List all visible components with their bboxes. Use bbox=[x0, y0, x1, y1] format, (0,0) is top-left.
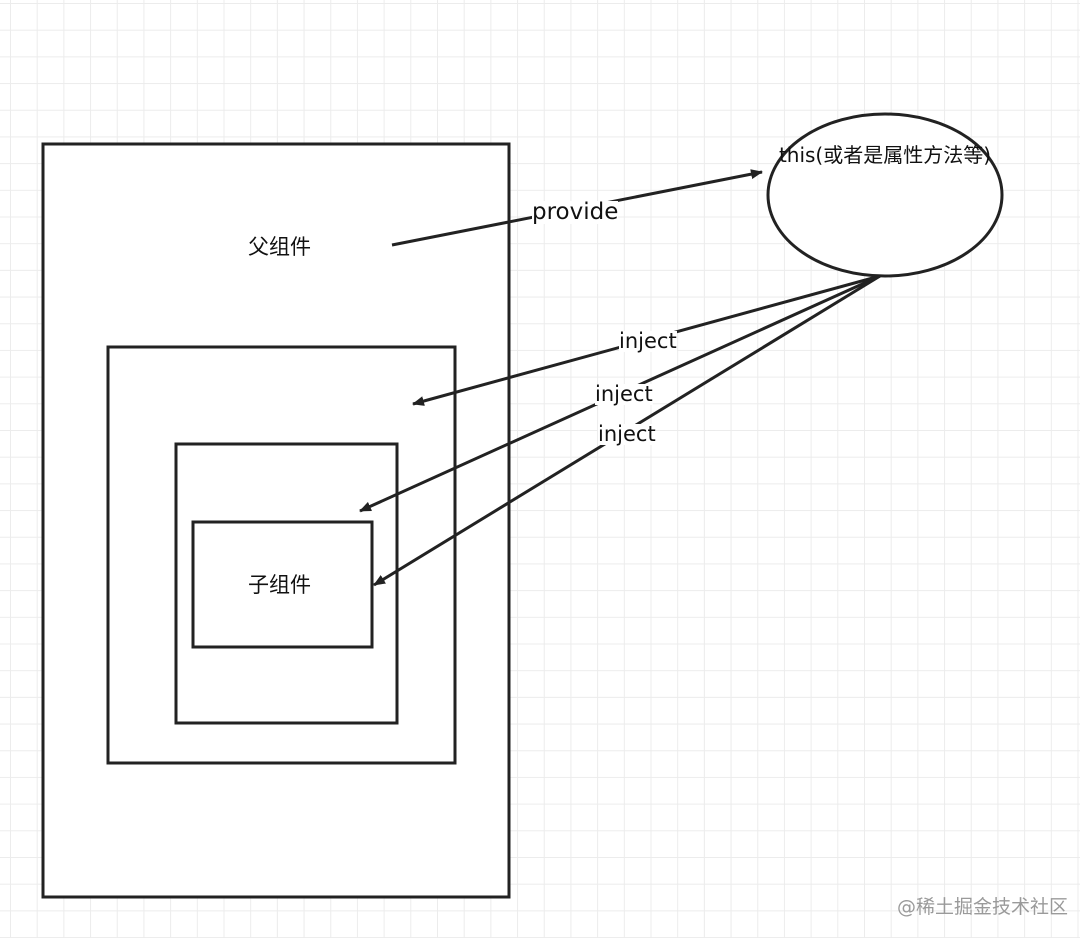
source-circle bbox=[766, 112, 1004, 278]
watermark: @稀土掘金技术社区 bbox=[896, 896, 1068, 918]
inner-component-box bbox=[174, 442, 399, 725]
parent-label: 父组件 bbox=[248, 235, 311, 259]
child-component-box bbox=[191, 520, 374, 649]
provide-label: provide bbox=[532, 199, 619, 225]
source-label: this(或者是属性方法等) bbox=[778, 143, 992, 167]
inject-label-1: inject bbox=[619, 329, 677, 353]
middle-component-box bbox=[106, 345, 457, 765]
inject-label-2: inject bbox=[595, 382, 653, 406]
inject-label-3: inject bbox=[598, 422, 656, 446]
child-label: 子组件 bbox=[248, 573, 311, 597]
